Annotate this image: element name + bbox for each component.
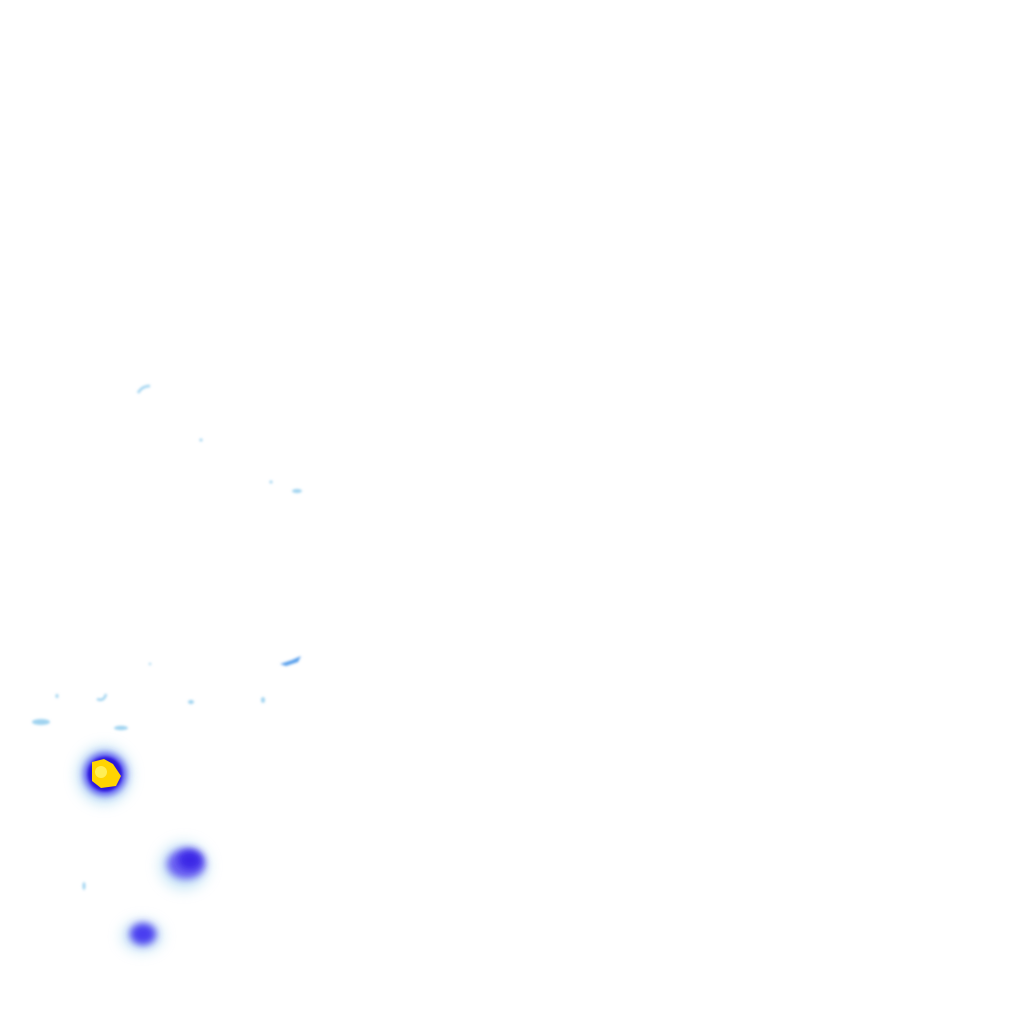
- echo-cell-moderate-east: [160, 843, 208, 889]
- echo-core-intense: [78, 747, 130, 803]
- echo-scattered-light: [32, 384, 302, 890]
- echo-streak-light-moderate: [280, 656, 301, 666]
- echo-cell-moderate-south: [122, 921, 162, 951]
